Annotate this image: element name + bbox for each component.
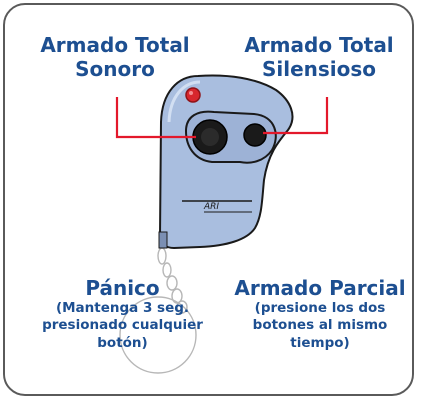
- label-armado-total-sonoro-text: Armado Total Sonoro: [40, 33, 190, 81]
- brand-logo: ARI: [203, 202, 219, 212]
- label-armado-total-silensioso: Armado Total Silensioso: [230, 33, 408, 81]
- armado-parcial-description: (presione los dos botones al mismo tiemp…: [252, 300, 388, 351]
- pointer-line-right: [263, 97, 329, 135]
- pointer-lines: [115, 97, 329, 139]
- panico-description: (Mantenga 3 seg. presionado cualquier bo…: [42, 300, 203, 351]
- button-left-inner: [201, 128, 219, 146]
- label-armado-parcial: Armado Parcial (presione los dos botones…: [220, 276, 420, 352]
- label-armado-total-silensioso-text: Armado Total Silensioso: [244, 33, 394, 81]
- label-armado-total-sonoro: Armado Total Sonoro: [26, 33, 204, 81]
- armado-parcial-title: Armado Parcial: [234, 276, 406, 300]
- keyring-stub: [158, 231, 168, 249]
- remote-highlight: [167, 80, 201, 123]
- led-indicator: [185, 87, 201, 103]
- pointer-line-left: [115, 97, 196, 139]
- led-glint: [189, 91, 193, 95]
- button-right: [243, 123, 267, 147]
- panico-title: Pánico: [85, 276, 160, 300]
- label-panico: Pánico (Mantenga 3 seg. presionado cualq…: [40, 276, 205, 352]
